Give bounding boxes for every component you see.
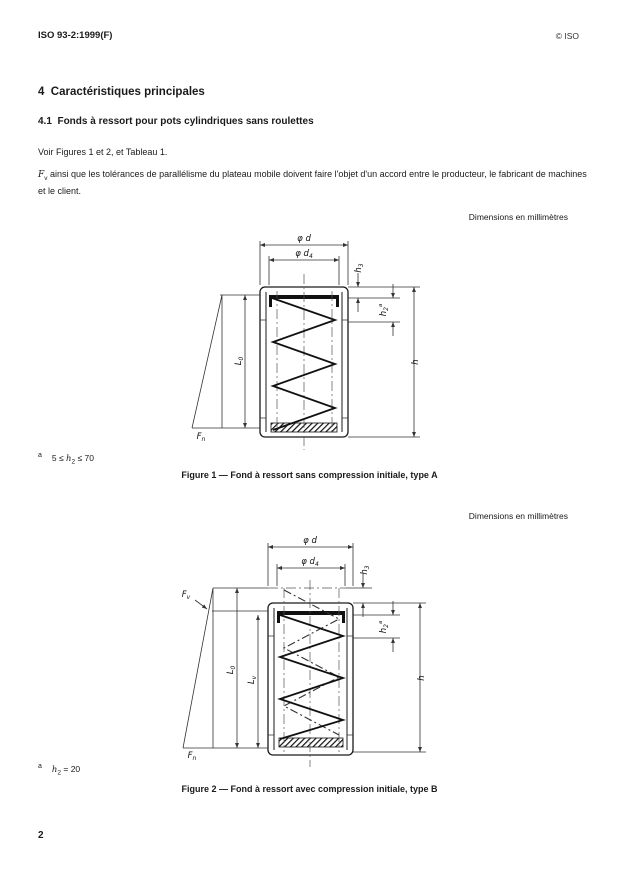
figure1-footnote: a 5 ≤ h2 ≤ 70 bbox=[38, 452, 94, 466]
dim-label-L0: L0 bbox=[226, 666, 237, 675]
figure1-caption: Figure 1 — Fond à ressort sans compressi… bbox=[181, 470, 438, 480]
dimension-lines bbox=[182, 543, 426, 753]
bottom-plate-hatched bbox=[278, 737, 344, 748]
dim-label-h2: h2a bbox=[378, 620, 390, 633]
figure2-footnote: a h2 = 20 bbox=[38, 763, 80, 777]
dim-label-phi-d: φ d bbox=[303, 536, 317, 546]
dim-label-phi-d4: φ d4 bbox=[301, 557, 319, 568]
force-label-Fn: Fn bbox=[188, 751, 197, 762]
dimension-lines bbox=[191, 241, 420, 438]
dim-label-h2: h2a bbox=[378, 303, 390, 316]
footnote-marker: a bbox=[38, 763, 42, 770]
paragraph-tolerances-text: ainsi que les tolérances de parallélisme… bbox=[38, 169, 587, 196]
mobile-plate bbox=[277, 611, 345, 623]
header-doc-ref: ISO 93-2:1999(F) bbox=[38, 30, 113, 41]
footnote-marker: a bbox=[38, 452, 42, 459]
figure2-drawing: φ d φ d4 h3 h2a L0 Lv h Fv Fn bbox=[182, 536, 427, 767]
dim-label-h: h bbox=[411, 359, 421, 364]
spring-zigzag bbox=[277, 614, 346, 740]
dimensions-note-figure2: Dimensions en millimètres bbox=[468, 511, 568, 521]
paragraph-tolerances: Fv ainsi que les tolérances de paralléli… bbox=[38, 168, 590, 198]
spring-zigzag bbox=[270, 297, 338, 431]
centerlines bbox=[283, 580, 340, 767]
dim-label-Lv: Lv bbox=[247, 675, 258, 684]
paragraph-see-figures: Voir Figures 1 et 2, et Tableau 1. bbox=[38, 147, 168, 157]
dimensions-note-figure1: Dimensions en millimètres bbox=[468, 212, 568, 222]
math-var-Fv: F bbox=[38, 170, 45, 180]
dim-label-phi-d4: φ d4 bbox=[295, 249, 313, 260]
dim-label-h3: h3 bbox=[360, 565, 371, 574]
dim-label-h: h bbox=[417, 675, 427, 680]
force-label-Fv: Fv bbox=[182, 590, 191, 601]
dim-label-h3: h3 bbox=[354, 263, 365, 272]
dim-label-phi-d: φ d bbox=[297, 234, 311, 244]
force-label-Fn: Fn bbox=[197, 432, 206, 443]
footnote-text: 5 ≤ h2 ≤ 70 bbox=[51, 452, 94, 466]
math-sub-v: v bbox=[44, 174, 48, 182]
figure1-drawing: φ d φ d4 h3 h2a L0 h Fn bbox=[191, 234, 421, 450]
header-copyright: © ISO bbox=[555, 31, 579, 41]
centerlines bbox=[276, 274, 333, 450]
pot-outline bbox=[267, 602, 354, 756]
spring-free-position bbox=[213, 587, 346, 736]
dim-label-L0: L0 bbox=[234, 357, 245, 366]
page-number: 2 bbox=[38, 830, 44, 841]
footnote-text: h2 = 20 bbox=[51, 763, 81, 777]
section-heading: 4 Caractéristiques principales bbox=[38, 86, 205, 98]
subsection-heading: 4.1 Fonds à ressort pour pots cylindriqu… bbox=[38, 116, 314, 127]
figure2-caption: Figure 2 — Fond à ressort avec compressi… bbox=[181, 784, 438, 794]
